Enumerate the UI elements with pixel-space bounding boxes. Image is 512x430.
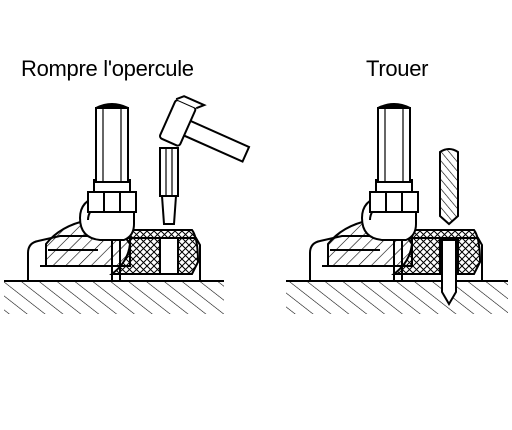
- panel-label-pierce: Trouer: [366, 56, 429, 81]
- drill-bit: [439, 148, 459, 226]
- pipe-left: [95, 103, 129, 183]
- ground-left: [4, 280, 224, 314]
- hex-nut-left: [87, 179, 137, 213]
- ground-right: [286, 280, 508, 314]
- seal-area-left: [109, 229, 200, 275]
- hammer: [159, 95, 251, 163]
- panel-label-break-seal: Rompre l'opercule: [21, 56, 194, 81]
- left-panel-drawing: [4, 95, 251, 314]
- pipe-right: [377, 103, 411, 183]
- drilled-rod: [441, 239, 457, 306]
- hex-nut-right: [369, 179, 419, 213]
- punch-tool: [159, 147, 179, 225]
- right-panel-drawing: [286, 103, 508, 314]
